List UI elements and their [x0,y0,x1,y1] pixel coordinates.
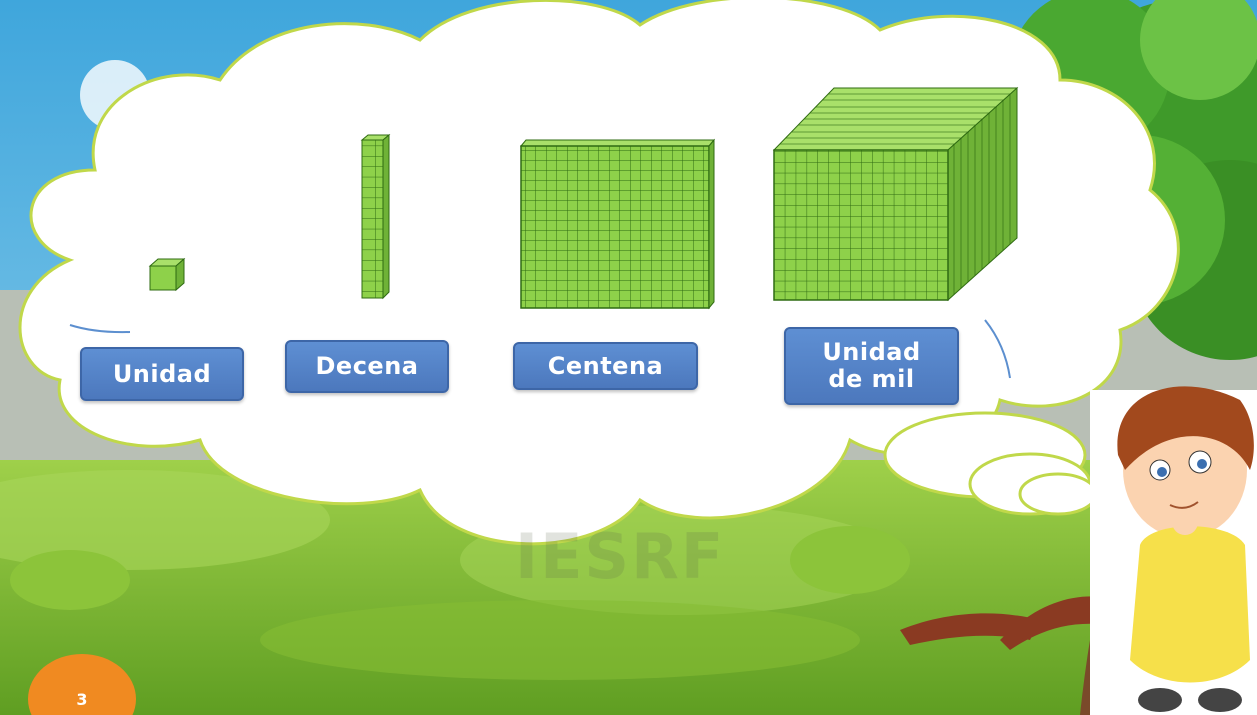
thousand-cube-block [772,86,1019,302]
label-decena: Decena [285,340,449,393]
thought-bubble-3 [1018,472,1098,516]
label-unidad-de-mil-line2: de mil [828,365,915,393]
label-centena-text: Centena [547,351,664,380]
label-unidad-text: Unidad [112,359,212,388]
label-unidad: Unidad [80,347,244,401]
label-unidad-de-mil: Unidad de mil [784,327,959,405]
flat-block [519,138,716,310]
label-decena-text: Decena [315,352,419,381]
boy-character [1090,386,1257,715]
unit-cube-block [148,257,186,292]
page-number-text: 3 [76,690,88,709]
rod-block [360,133,391,300]
watermark-text: IESRF [515,520,726,593]
label-unidad-de-mil-line1: Unidad [822,338,921,367]
label-centena: Centena [513,342,698,390]
